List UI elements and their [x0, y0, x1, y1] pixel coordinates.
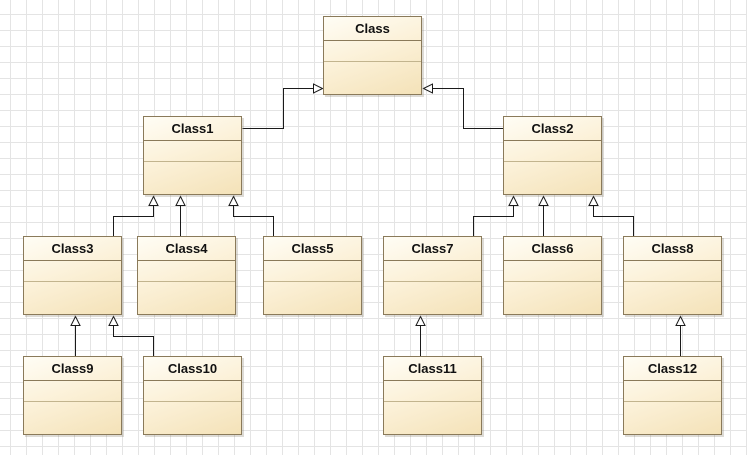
class-name-label: Class9	[24, 357, 121, 381]
generalization-line-class8-to-class2[interactable]	[593, 205, 634, 237]
generalization-arrowhead-icon	[148, 195, 159, 206]
generalization-line-class1-to-class[interactable]	[242, 88, 314, 129]
class-box-class6[interactable]: Class6	[503, 236, 602, 315]
attributes-compartment	[144, 141, 241, 162]
attributes-compartment	[624, 261, 721, 282]
class-name-label: Class8	[624, 237, 721, 261]
attributes-compartment	[504, 141, 601, 162]
attributes-compartment	[138, 261, 235, 282]
attributes-compartment	[504, 261, 601, 282]
class-name-label: Class6	[504, 237, 601, 261]
generalization-arrowhead-icon	[175, 195, 186, 206]
class-name-label: Class	[324, 17, 421, 41]
class-name-label: Class12	[624, 357, 721, 381]
generalization-arrowhead-icon	[228, 195, 239, 206]
class-box-class9[interactable]: Class9	[23, 356, 122, 435]
attributes-compartment	[384, 261, 481, 282]
generalization-line-class10-to-class3[interactable]	[113, 325, 154, 357]
generalization-arrowhead-icon	[508, 195, 519, 206]
attributes-compartment	[24, 381, 121, 402]
class-box-class[interactable]: Class	[323, 16, 422, 95]
generalization-arrowhead-icon	[538, 195, 549, 206]
attributes-compartment	[324, 41, 421, 62]
class-box-class12[interactable]: Class12	[623, 356, 722, 435]
class-name-label: Class3	[24, 237, 121, 261]
class-box-class7[interactable]: Class7	[383, 236, 482, 315]
class-name-label: Class7	[384, 237, 481, 261]
generalization-line-class3-to-class1[interactable]	[113, 205, 154, 237]
class-box-class11[interactable]: Class11	[383, 356, 482, 435]
class-name-label: Class2	[504, 117, 601, 141]
class-name-label: Class10	[144, 357, 241, 381]
class-box-class4[interactable]: Class4	[137, 236, 236, 315]
generalization-arrowhead-icon	[675, 315, 686, 326]
attributes-compartment	[624, 381, 721, 402]
class-box-class10[interactable]: Class10	[143, 356, 242, 435]
generalization-arrowhead-icon	[422, 83, 433, 94]
class-box-class3[interactable]: Class3	[23, 236, 122, 315]
class-name-label: Class11	[384, 357, 481, 381]
class-box-class2[interactable]: Class2	[503, 116, 602, 195]
generalization-arrowhead-icon	[415, 315, 426, 326]
attributes-compartment	[24, 261, 121, 282]
generalization-line-class7-to-class2[interactable]	[473, 205, 514, 237]
attributes-compartment	[384, 381, 481, 402]
generalization-arrowhead-icon	[588, 195, 599, 206]
generalization-arrowhead-icon	[108, 315, 119, 326]
class-box-class1[interactable]: Class1	[143, 116, 242, 195]
generalization-arrowhead-icon	[70, 315, 81, 326]
attributes-compartment	[264, 261, 361, 282]
class-name-label: Class1	[144, 117, 241, 141]
generalization-line-class2-to-class[interactable]	[432, 88, 504, 129]
generalization-arrowhead-icon	[313, 83, 324, 94]
class-name-label: Class5	[264, 237, 361, 261]
class-box-class5[interactable]: Class5	[263, 236, 362, 315]
generalization-line-class5-to-class1[interactable]	[233, 205, 274, 237]
class-name-label: Class4	[138, 237, 235, 261]
attributes-compartment	[144, 381, 241, 402]
class-box-class8[interactable]: Class8	[623, 236, 722, 315]
